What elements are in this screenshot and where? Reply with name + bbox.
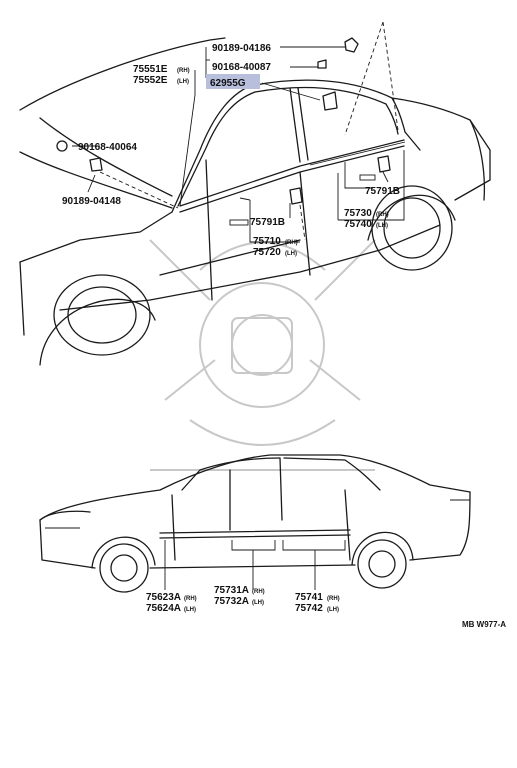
side-rh: (RH)	[376, 212, 389, 218]
highlight-box	[206, 74, 260, 89]
diagram-code: MB W977-A	[462, 620, 506, 629]
side-lh: (LH)	[327, 607, 339, 613]
part-label-75552e[interactable]: 75552E	[133, 75, 168, 86]
part-label-90168-40087[interactable]: 90168-40087	[212, 62, 271, 73]
part-label-75791b[interactable]: 75791B	[365, 186, 400, 197]
part-label-75791b[interactable]: 75791B	[250, 217, 285, 228]
clip-icon	[289, 187, 303, 205]
side-rh: (RH)	[184, 596, 197, 602]
side-lh: (LH)	[184, 607, 196, 613]
part-label-75624a[interactable]: 75624A	[146, 603, 181, 614]
upper-car-illustration	[19, 37, 491, 366]
part-label-75741[interactable]: 75741	[295, 592, 323, 603]
part-label-75740[interactable]: 75740	[344, 219, 372, 230]
part-label-75623a[interactable]: 75623A	[146, 592, 181, 603]
screw-icon	[56, 140, 68, 152]
side-rh: (RH)	[177, 68, 190, 74]
leader-lines-lower	[164, 540, 346, 590]
part-label-90168-40064[interactable]: 90168-40064	[78, 142, 137, 153]
part-labels: 90189-04186 90168-40087 62955G 75551E (R…	[62, 43, 506, 629]
part-label-75551e[interactable]: 75551E	[133, 64, 168, 75]
clip-shapes	[56, 37, 391, 205]
lower-car-illustration	[39, 454, 471, 593]
side-lh: (LH)	[285, 251, 297, 257]
side-lh: (LH)	[376, 223, 388, 229]
part-label-90189-04186[interactable]: 90189-04186	[212, 43, 271, 54]
bracket-icon	[322, 91, 338, 111]
part-label-75731a[interactable]: 75731A	[214, 585, 249, 596]
screw-icon	[317, 59, 327, 69]
part-label-75710[interactable]: 75710	[253, 236, 281, 247]
part-label-75732a[interactable]: 75732A	[214, 596, 249, 607]
leader-lines-upper	[72, 21, 405, 243]
side-rh: (RH)	[285, 240, 298, 246]
part-label-75742[interactable]: 75742	[295, 603, 323, 614]
part-label-62955g[interactable]: 62955G	[210, 78, 246, 89]
side-rh: (RH)	[327, 596, 340, 602]
clip-icon	[89, 157, 103, 172]
side-lh: (LH)	[252, 600, 264, 606]
clip-icon	[344, 37, 359, 53]
watermark-emblem	[149, 239, 376, 471]
side-lh: (LH)	[177, 79, 189, 85]
part-label-75730[interactable]: 75730	[344, 208, 372, 219]
part-label-75720[interactable]: 75720	[253, 247, 281, 258]
side-rh: (RH)	[252, 589, 265, 595]
part-label-90189-04148[interactable]: 90189-04148	[62, 196, 121, 207]
clip-icon	[377, 155, 391, 173]
